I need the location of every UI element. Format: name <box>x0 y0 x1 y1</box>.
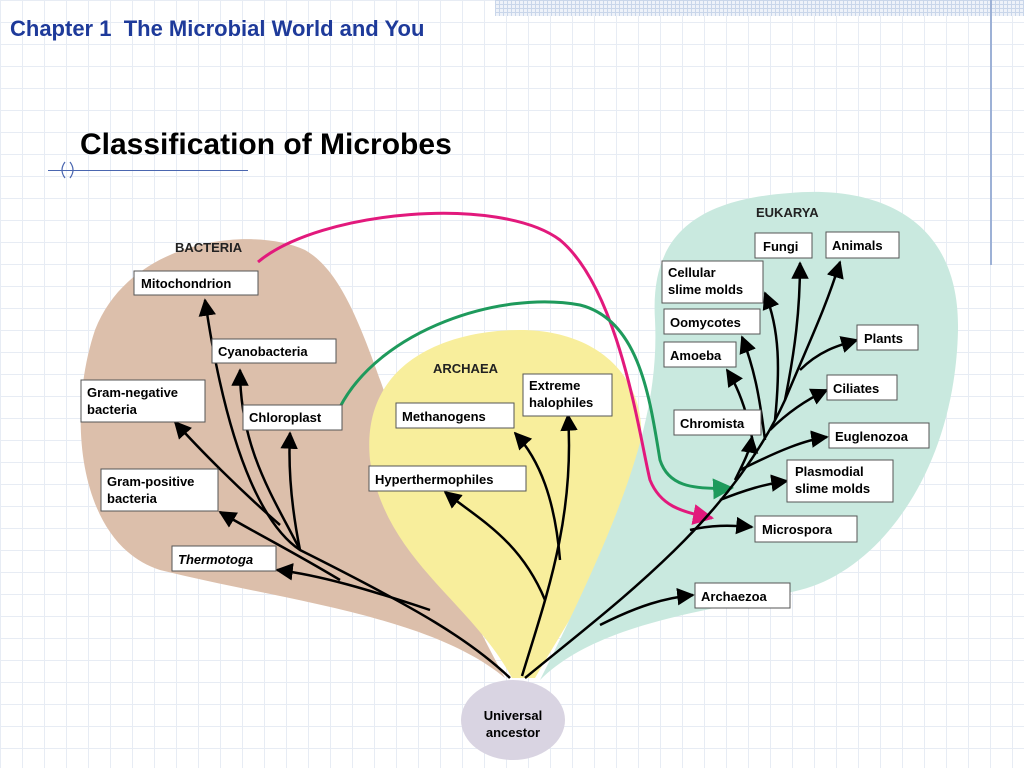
node-label-text: Fungi <box>763 239 798 254</box>
label-plasmodial-slime-molds: Plasmodial slime molds <box>786 459 894 503</box>
top-decoration-bar <box>495 0 1024 16</box>
node-label-text: Methanogens <box>402 409 486 424</box>
node-label-text: Plasmodial <box>795 464 864 479</box>
root-label-line1: Universal <box>484 708 543 723</box>
label-hyperthermophiles: Hyperthermophiles <box>368 465 527 492</box>
label-animals: Animals <box>825 231 900 259</box>
node-label-text: Hyperthermophiles <box>375 472 493 487</box>
label-thermotoga: Thermotoga <box>171 545 277 572</box>
chapter-heading: Chapter 1 The Microbial World and You <box>10 16 425 41</box>
label-methanogens: Methanogens <box>395 402 515 429</box>
node-label-text: Animals <box>832 238 883 253</box>
archaea-branches <box>443 413 578 677</box>
mitochondrion-endosymbiosis-arrow <box>257 211 715 525</box>
node-label-text: slime molds <box>668 282 743 297</box>
label-ciliates: Ciliates <box>826 374 898 401</box>
label-cellular-slime-molds: Cellular slime molds <box>661 260 764 304</box>
label-cyanobacteria: Cyanobacteria <box>211 338 337 364</box>
label-euglenozoa: Euglenozoa <box>828 422 930 449</box>
root-label-line2: ancestor <box>486 725 540 740</box>
label-extreme-halophiles: Extreme halophiles <box>522 373 613 417</box>
label-chloroplast: Chloroplast <box>242 404 343 431</box>
label-gram-negative-bacteria: Gram-negative bacteria <box>80 379 206 423</box>
node-label-text: Plants <box>864 331 903 346</box>
node-label-text: Gram-positive <box>107 474 194 489</box>
node-label-text: Gram-negative <box>87 385 178 400</box>
node-label-text: slime molds <box>795 481 870 496</box>
label-oomycotes: Oomycotes <box>663 308 761 335</box>
title-underline <box>48 170 248 171</box>
domain-label-eukarya: EUKARYA <box>756 205 819 220</box>
universal-ancestor-node <box>461 680 565 760</box>
node-label-text: Chloroplast <box>249 410 322 425</box>
label-microspora: Microspora <box>754 515 858 543</box>
node-label-text: bacteria <box>87 402 138 417</box>
node-label-text: Ciliates <box>833 381 879 396</box>
bacteria-branches <box>173 298 511 679</box>
chloroplast-endosymbiosis-arrow <box>338 300 735 500</box>
node-label-text: Euglenozoa <box>835 429 909 444</box>
label-gram-positive-bacteria: Gram-positive bacteria <box>100 468 219 512</box>
label-mitochondrion: Mitochondrion <box>133 270 259 296</box>
node-label-text: Cyanobacteria <box>218 344 308 359</box>
label-plants: Plants <box>856 324 919 351</box>
node-label-text: Archaezoa <box>701 589 768 604</box>
label-archaezoa: Archaezoa <box>694 582 791 609</box>
node-label-text: bacteria <box>107 491 158 506</box>
node-label-text: Mitochondrion <box>141 276 231 291</box>
label-amoeba: Amoeba <box>663 341 737 368</box>
right-decoration-line <box>990 0 992 265</box>
node-label-text: halophiles <box>529 395 593 410</box>
node-label-text: Chromista <box>680 416 745 431</box>
label-chromista: Chromista <box>673 409 762 436</box>
domain-label-archaea: ARCHAEA <box>433 361 499 376</box>
node-label-text: Microspora <box>762 522 833 537</box>
slide-title: Classification of Microbes <box>80 128 452 161</box>
domain-label-bacteria: BACTERIA <box>175 240 243 255</box>
node-label-text: Oomycotes <box>670 315 741 330</box>
title-bracket-icon <box>61 161 74 179</box>
node-label-text: Thermotoga <box>178 552 253 567</box>
node-label-text: Extreme <box>529 378 580 393</box>
node-label-text: Cellular <box>668 265 716 280</box>
eukarya-branches <box>524 260 859 679</box>
node-label-text: Amoeba <box>670 348 722 363</box>
label-fungi: Fungi <box>754 232 813 259</box>
